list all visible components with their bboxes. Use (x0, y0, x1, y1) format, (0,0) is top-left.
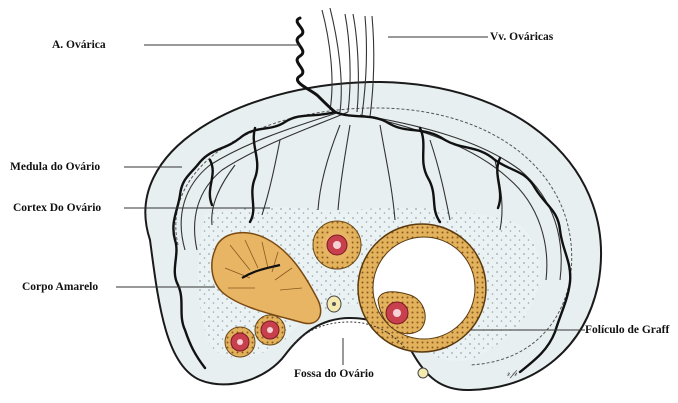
small-oocyte (327, 296, 341, 312)
tiny-follicle-bottom (418, 368, 428, 378)
label-cortex: Cortex Do Ovário (13, 201, 101, 215)
primary-follicle-right (255, 315, 285, 345)
primary-follicle-left (225, 327, 255, 357)
label-corpus-luteum: Corpo Amarelo (22, 280, 98, 294)
label-medulla: Medula do Ovário (10, 160, 100, 174)
graafian-follicle (358, 224, 486, 352)
label-ovarian-fossa: Fossa do Ovário (294, 367, 374, 381)
label-ovarian-artery: A. Ovárica (52, 38, 106, 52)
label-ovarian-veins: Vv. Ováricas (490, 30, 553, 44)
artist-mark: 𝓇𝓅 (506, 368, 518, 379)
primary-follicle-top (313, 221, 361, 269)
label-graafian-follicle: Folículo de Graff (585, 323, 669, 337)
